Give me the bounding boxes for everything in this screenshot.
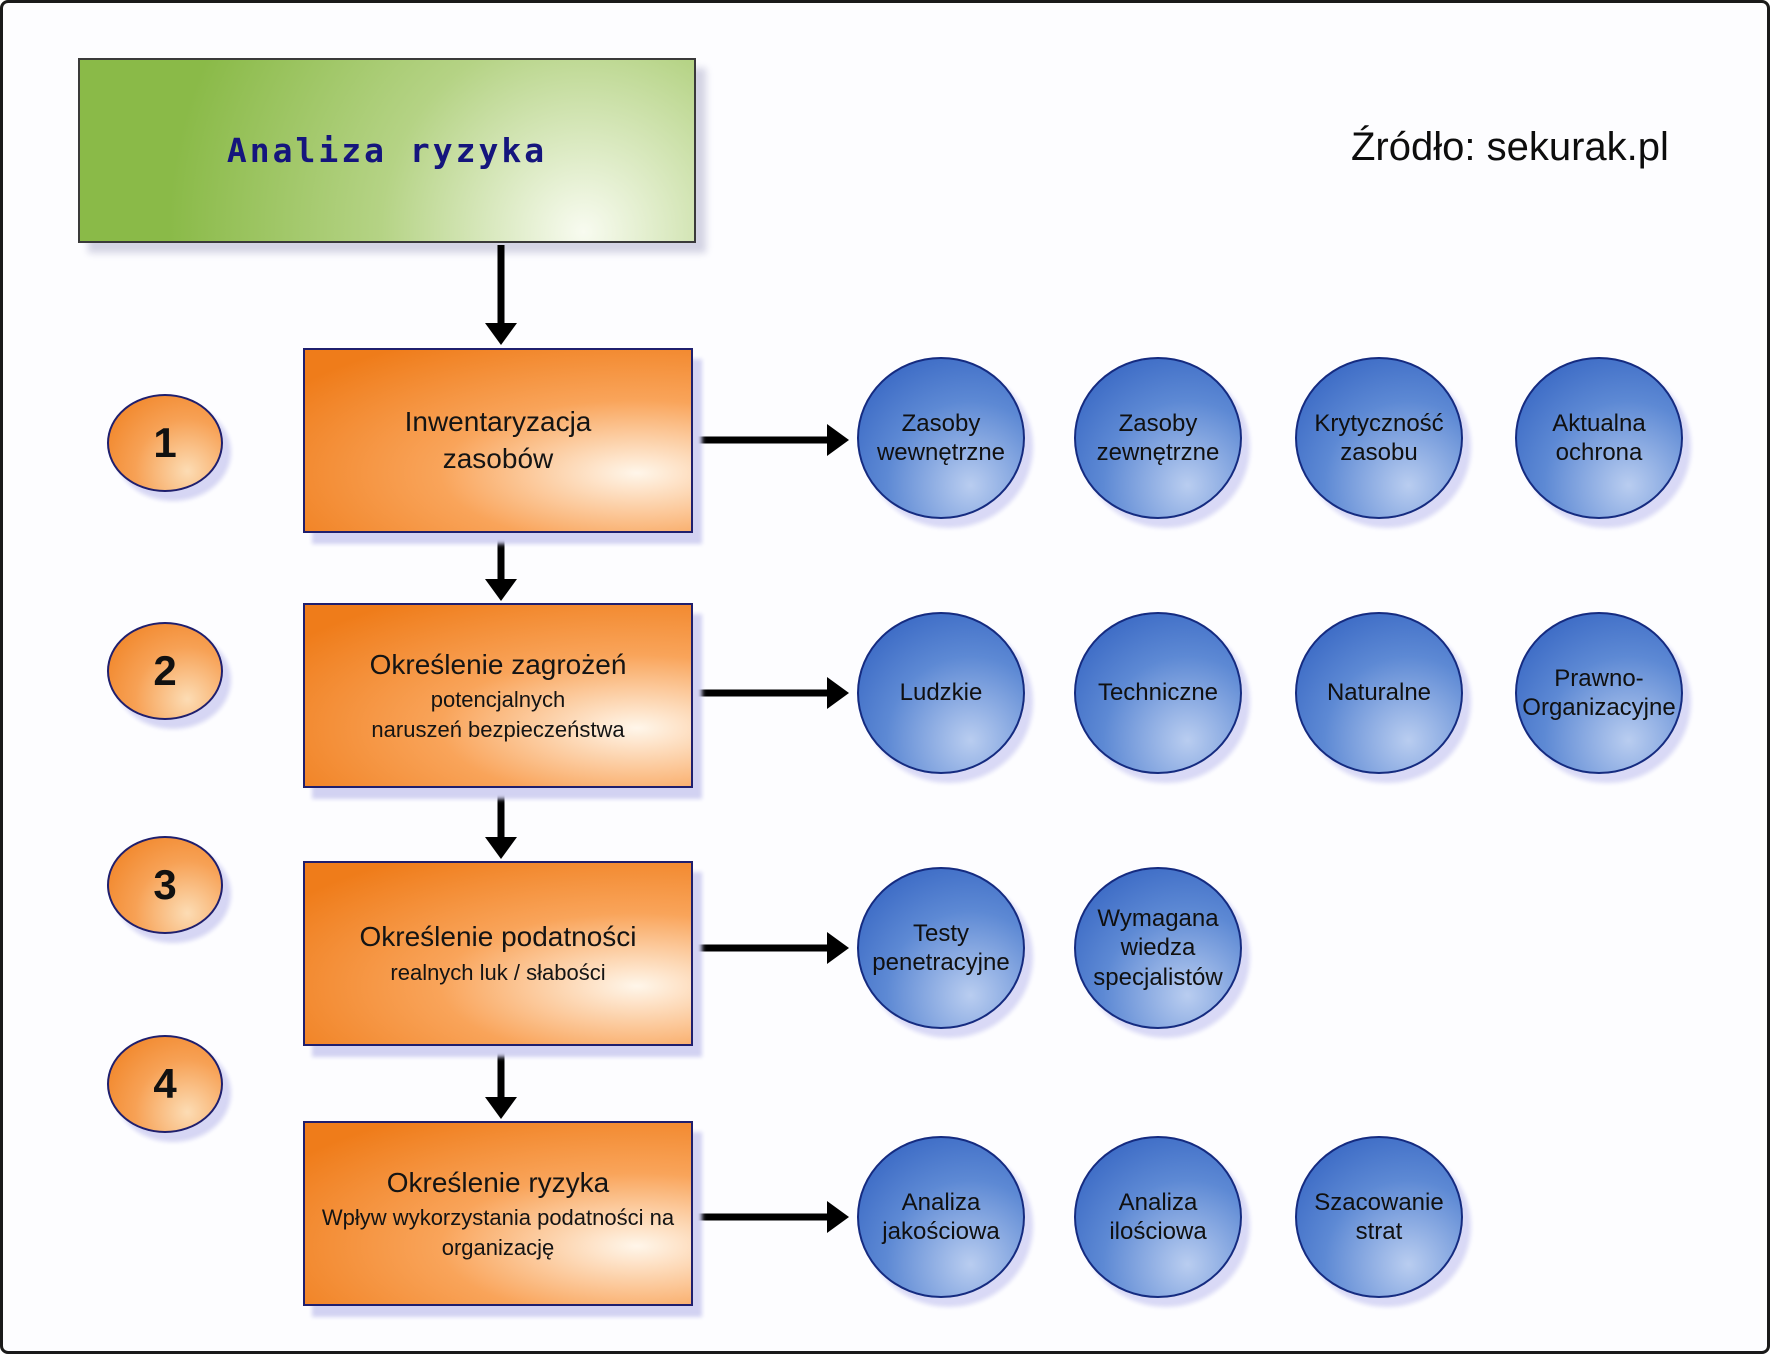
item-circle-label: Wymagana wiedza specjalistów <box>1093 905 1223 991</box>
item-circle-zasoby-wewnetrzne: Zasoby wewnętrzne <box>857 357 1025 519</box>
item-circle-label: Techniczne <box>1097 679 1219 707</box>
box-title: Określenie zagrożeń <box>369 648 627 680</box>
item-circle-label: Zasoby zewnętrzne <box>1096 409 1220 466</box>
box-subtitle: realnych luk / słabości <box>390 959 606 985</box>
item-circle-analiza-jakosciowa: Analiza jakościowa <box>857 1136 1025 1298</box>
step-number-circle-2: 2 <box>107 622 223 720</box>
item-circle-label: Analiza ilościowa <box>1109 1188 1207 1245</box>
item-circle-aktualna-ochrona: Aktualna ochrona <box>1515 357 1683 519</box>
step-number: 1 <box>153 419 177 466</box>
down-arrow-icon <box>484 1048 518 1119</box>
process-box-inwentaryzacja-zasobow: Inwentaryzacja zasobów <box>303 348 693 533</box>
down-arrow-icon <box>484 790 518 859</box>
step-number-circle-3: 3 <box>107 836 223 934</box>
box-subtitle: Wpływ wykorzystania podatności na organi… <box>321 1205 675 1260</box>
item-circle-label: Prawno- Organizacyjne <box>1522 664 1676 721</box>
title-box: Analiza ryzyka <box>78 58 696 243</box>
right-arrow-icon <box>697 676 849 710</box>
item-circle-label: Aktualna ochrona <box>1552 409 1646 466</box>
process-box-okreslenie-zagrozen: Określenie zagrożeń potencjalnych narusz… <box>303 603 693 788</box>
step-number: 4 <box>153 1060 177 1107</box>
box-subtitle: potencjalnych naruszeń bezpieczeństwa <box>371 687 625 742</box>
down-arrow-icon <box>484 535 518 601</box>
item-circle-szacowanie-strat: Szacowanie strat <box>1295 1136 1463 1298</box>
item-circle-prawno-organizacyjne: Prawno- Organizacyjne <box>1515 612 1683 774</box>
item-circle-techniczne: Techniczne <box>1074 612 1242 774</box>
right-arrow-icon <box>697 423 849 457</box>
item-circle-zasoby-zewnetrzne: Zasoby zewnętrzne <box>1074 357 1242 519</box>
item-circle-label: Analiza jakościowa <box>882 1188 1000 1245</box>
item-circle-ludzkie: Ludzkie <box>857 612 1025 774</box>
item-circle-testy-penetracyjne: Testy penetracyjne <box>857 867 1025 1029</box>
item-circle-label: Naturalne <box>1326 679 1432 707</box>
step-number: 2 <box>153 647 177 694</box>
step-number-circle-4: 4 <box>107 1035 223 1133</box>
right-arrow-icon <box>697 1200 849 1234</box>
process-box-okreslenie-ryzyka: Określenie ryzyka Wpływ wykorzystania po… <box>303 1121 693 1306</box>
process-box-okreslenie-podatnosci: Określenie podatności realnych luk / sła… <box>303 861 693 1046</box>
box-title: Inwentaryzacja zasobów <box>404 406 592 474</box>
step-number-circle-1: 1 <box>107 394 223 492</box>
item-circle-label: Ludzkie <box>899 679 983 707</box>
right-arrow-icon <box>697 931 849 965</box>
box-title: Określenie ryzyka <box>386 1166 610 1198</box>
item-circle-label: Krytyczność zasobu <box>1314 409 1444 466</box>
diagram-title: Analiza ryzyka <box>226 131 548 170</box>
item-circle-naturalne: Naturalne <box>1295 612 1463 774</box>
item-circle-label: Zasoby wewnętrzne <box>876 409 1006 466</box>
item-circle-label: Testy penetracyjne <box>872 919 1010 976</box>
down-arrow-icon <box>484 245 518 345</box>
item-circle-wymagana-wiedza: Wymagana wiedza specjalistów <box>1074 867 1242 1029</box>
step-number: 3 <box>153 861 177 908</box>
source-label: Źródło: sekurak.pl <box>1351 125 1669 169</box>
item-circle-analiza-ilosciowa: Analiza ilościowa <box>1074 1136 1242 1298</box>
box-title: Określenie podatności <box>359 921 637 953</box>
item-circle-krytycznosc-zasobu: Krytyczność zasobu <box>1295 357 1463 519</box>
item-circle-label: Szacowanie strat <box>1314 1188 1444 1245</box>
